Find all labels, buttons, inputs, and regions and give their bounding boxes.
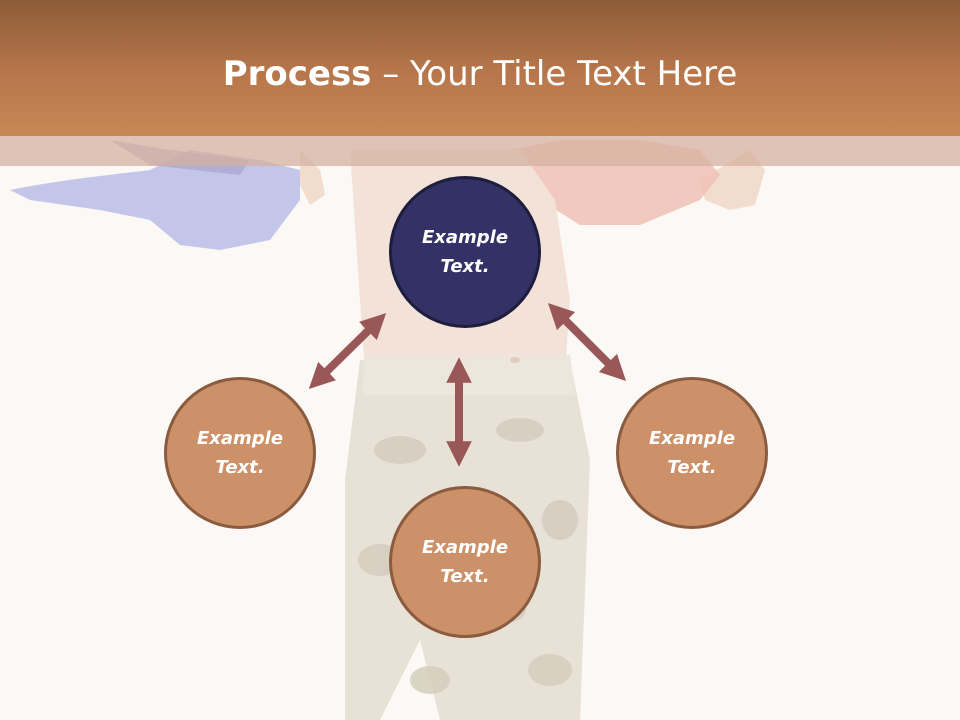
- slide-title: Process – Your Title Text Here: [0, 52, 960, 96]
- title-bar: [0, 0, 960, 136]
- node-right-text: Example Text.: [648, 428, 736, 478]
- node-left-text: Example Text.: [196, 428, 284, 478]
- node-bottom-text: Example Text.: [421, 537, 509, 587]
- process-node-right: Example Text.: [616, 377, 768, 529]
- process-node-top: Example Text.: [389, 176, 541, 328]
- process-node-bottom: Example Text.: [389, 486, 541, 638]
- title-accent-strip: [0, 136, 960, 166]
- title-rest: – Your Title Text Here: [371, 54, 738, 94]
- node-top-text: Example Text.: [421, 227, 509, 277]
- arrow-top-right: [547, 302, 627, 382]
- process-node-left: Example Text.: [164, 377, 316, 529]
- arrow-top-left: [308, 313, 387, 389]
- title-bold: Process: [222, 54, 372, 94]
